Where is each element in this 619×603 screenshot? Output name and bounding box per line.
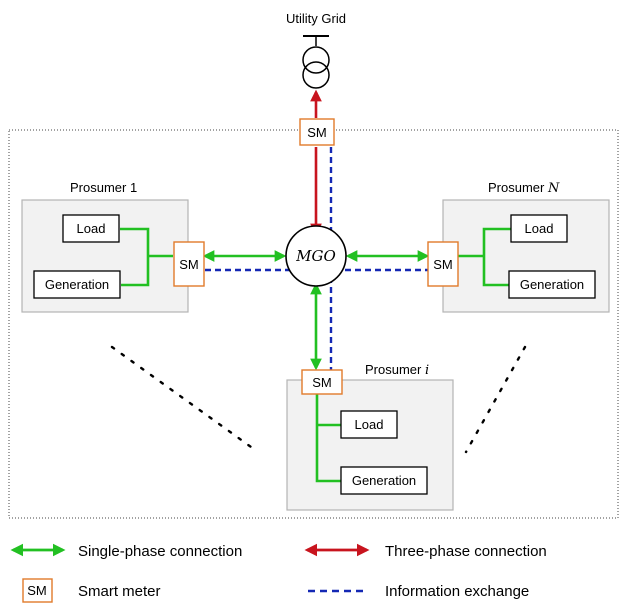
legend-info-exchange-label: Information exchange: [385, 583, 529, 600]
svg-text:Load: Load: [525, 221, 554, 236]
prosumer-1-title: Prosumer 1: [70, 180, 137, 195]
microgrid-boundary: [8, 129, 619, 519]
prosumer-n-load: Load: [510, 214, 568, 243]
legend-three-phase-label: Three-phase connection: [385, 543, 547, 560]
more-prosumers-dots-right: [464, 345, 527, 454]
mgo-node: [285, 225, 347, 287]
prosumer-i-load: Load: [340, 410, 398, 439]
prosumer-n-title: Prosumer N: [488, 180, 560, 196]
svg-text:SM: SM: [312, 375, 332, 390]
svg-text:Load: Load: [77, 221, 106, 236]
svg-text:SM: SM: [307, 125, 327, 140]
svg-text:Generation: Generation: [45, 277, 109, 292]
smart-meter-prosumer-i: SM: [301, 369, 343, 395]
smart-meter-prosumer-n: SM: [427, 241, 459, 287]
mgo-label: MGO: [295, 247, 336, 265]
svg-text:Generation: Generation: [520, 277, 584, 292]
prosumer-1-load: Load: [62, 214, 120, 243]
smart-meter-grid: SM: [299, 118, 335, 146]
legend-single-phase-label: Single-phase connection: [78, 543, 242, 560]
smart-meter-prosumer-1: SM: [173, 241, 205, 287]
prosumer-n-generation: Generation: [508, 270, 596, 299]
svg-text:Generation: Generation: [352, 473, 416, 488]
legend-smart-meter-label: Smart meter: [78, 583, 161, 600]
prosumer-1-generation: Generation: [33, 270, 121, 299]
more-prosumers-dots-left: [110, 345, 260, 454]
svg-text:SM: SM: [27, 583, 47, 598]
prosumer-i-title: Prosumer i: [365, 362, 429, 378]
prosumer-n-wiring: [457, 227, 511, 287]
svg-text:SM: SM: [433, 257, 453, 272]
prosumer-i-wiring: [315, 394, 341, 483]
transformer-icon: [302, 35, 330, 89]
legend: Single-phase connection Three-phase conn…: [10, 543, 547, 603]
utility-grid-label: Utility Grid: [286, 11, 346, 26]
prosumer-i-generation: Generation: [340, 466, 428, 495]
prosumer-1-wiring: [120, 227, 173, 287]
svg-text:SM: SM: [179, 257, 199, 272]
svg-text:Load: Load: [355, 417, 384, 432]
legend-smart-meter-swatch: SM: [22, 578, 53, 603]
